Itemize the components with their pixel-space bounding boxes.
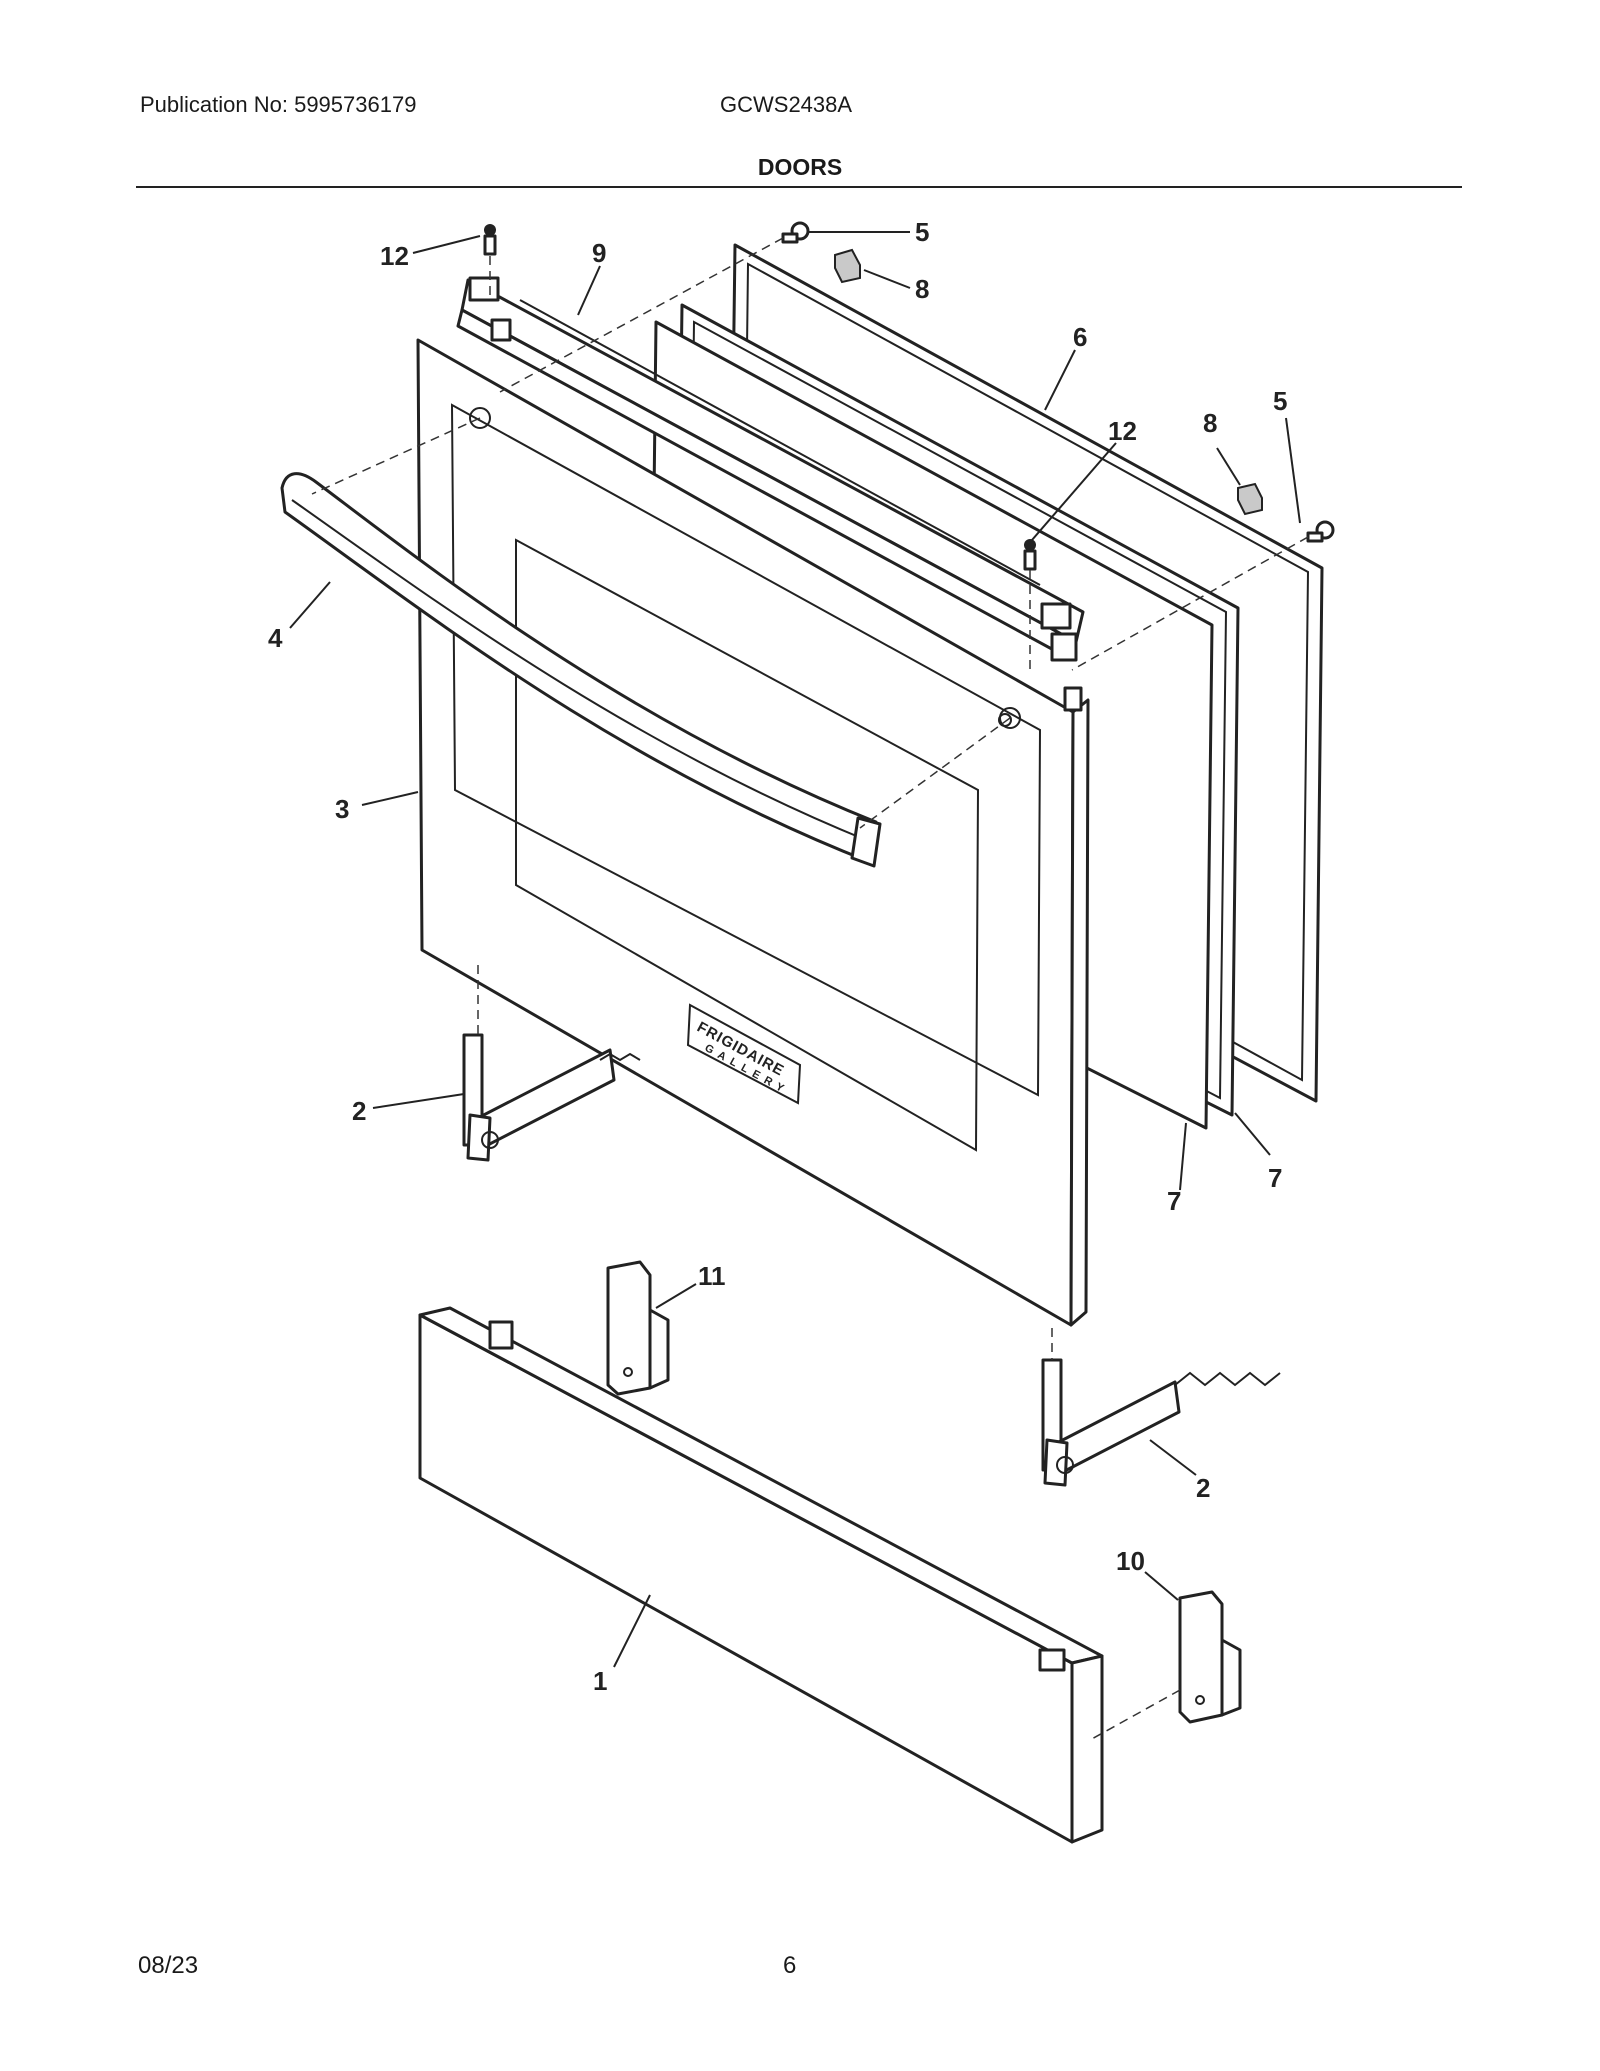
part-12-screw-top [483, 224, 497, 256]
footer-date: 08/23 [138, 1952, 199, 1979]
callout-12-top: 12 [380, 241, 409, 271]
part-4-door-handle [280, 472, 882, 868]
callout-1: 1 [593, 1666, 607, 1696]
part-10-bracket [1178, 1590, 1242, 1724]
part-3-outer-door-panel: FRIGIDAIRE GALLERY [416, 318, 1090, 1327]
part-9-door-top-trim [456, 276, 1085, 662]
callout-7-left: 7 [1167, 1186, 1181, 1216]
callout-10: 10 [1116, 1546, 1145, 1576]
section-title: DOORS [757, 154, 843, 180]
callout-5-right: 5 [1273, 386, 1287, 416]
part-2-hinge-right [1041, 1358, 1281, 1487]
callout-12-right: 12 [1108, 416, 1137, 446]
part-5-screw-right [1306, 520, 1335, 543]
part-5-screw-top [781, 221, 810, 244]
callout-8-top: 8 [915, 274, 929, 304]
part-1-kick-panel [418, 1306, 1104, 1844]
callout-8-right: 8 [1203, 408, 1217, 438]
part-12-screw-right [1023, 539, 1037, 571]
callout-11: 11 [698, 1261, 726, 1291]
part-2-hinge-left [462, 1033, 641, 1162]
callout-7-right: 7 [1268, 1163, 1282, 1193]
publication-number: Publication No: 5995736179 [140, 92, 417, 117]
callout-4: 4 [268, 623, 283, 653]
callout-5-top: 5 [915, 217, 929, 247]
model-number: GCWS2438A [720, 92, 853, 117]
part-8-clip-right [1237, 482, 1263, 516]
part-8-clip-top [834, 248, 861, 284]
callout-3: 3 [335, 794, 349, 824]
page-number: 6 [783, 1952, 797, 1979]
callout-2-left: 2 [352, 1096, 366, 1126]
header-rule [136, 186, 1462, 188]
callout-9: 9 [592, 238, 606, 268]
callout-2-right: 2 [1196, 1473, 1210, 1503]
callout-6: 6 [1073, 322, 1087, 352]
part-11-bracket [606, 1260, 670, 1396]
